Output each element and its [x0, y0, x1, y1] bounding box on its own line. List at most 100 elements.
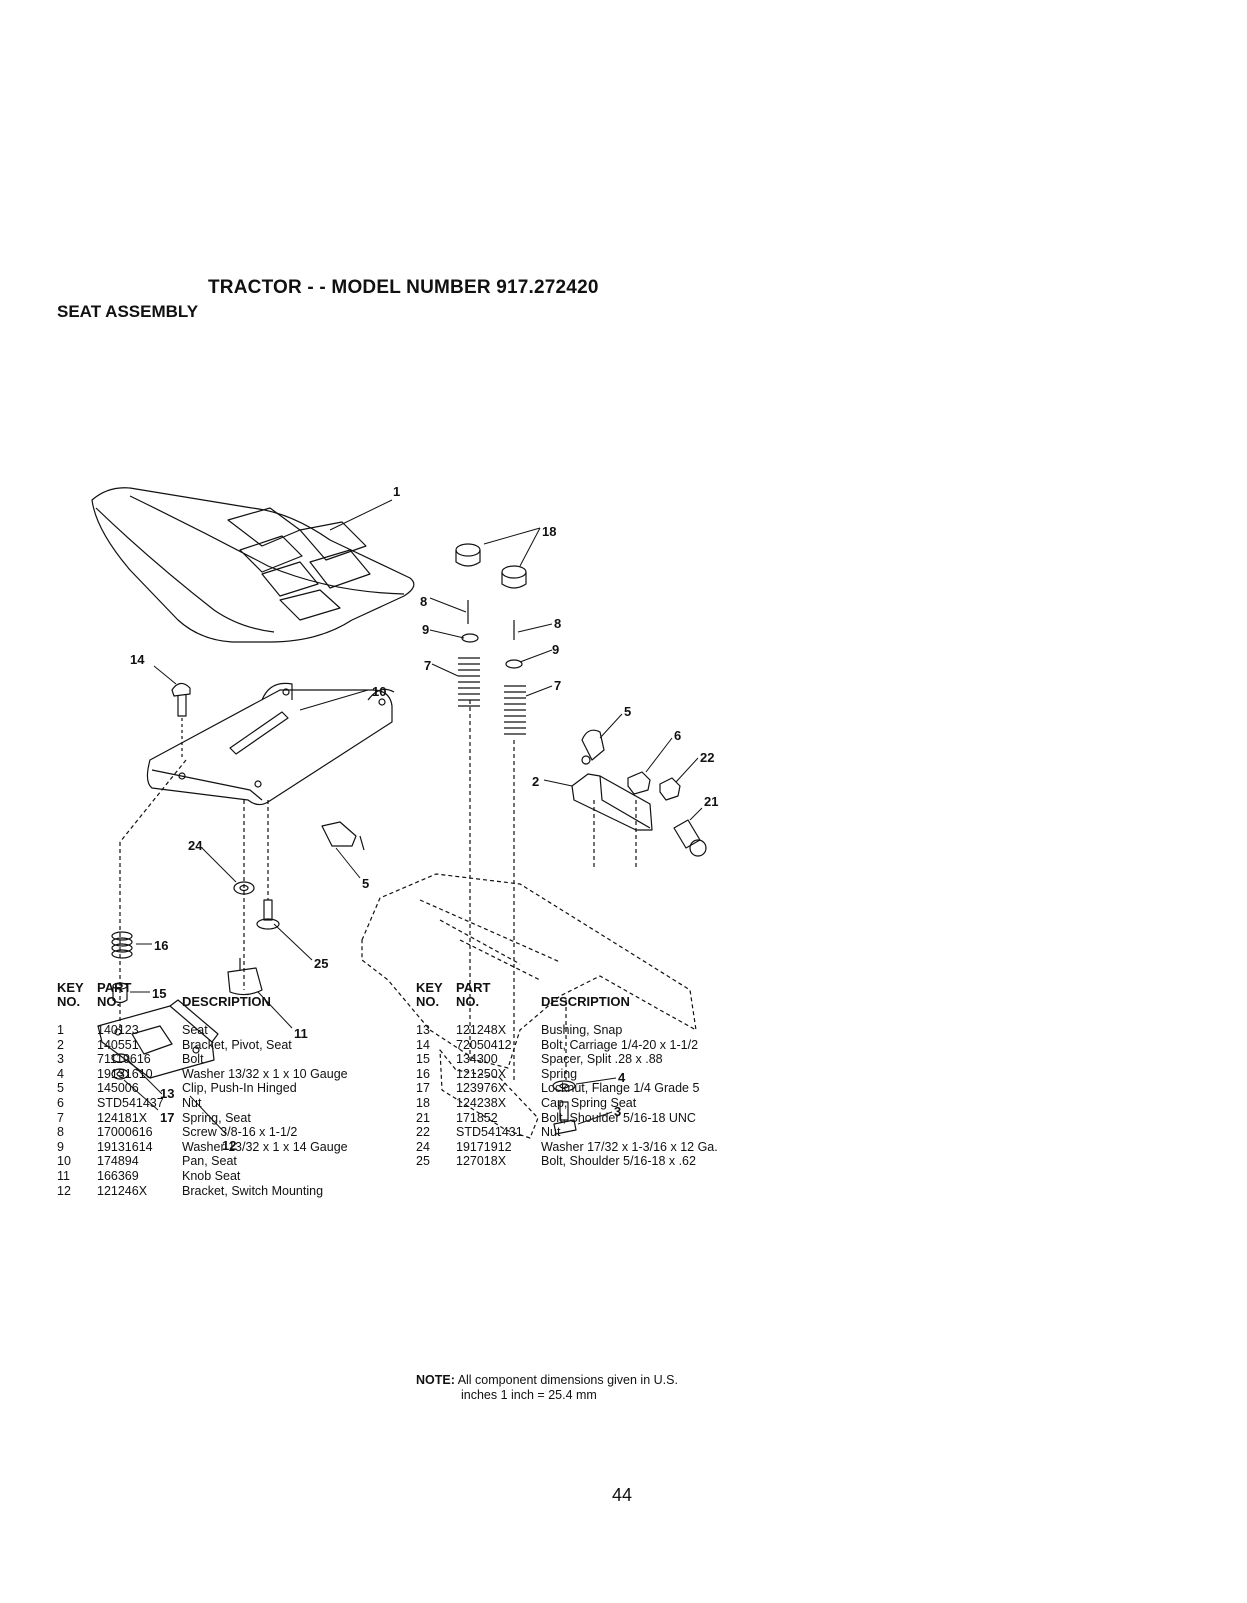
part-no: 72050412 — [456, 1037, 512, 1052]
frame-part — [119, 700, 697, 1139]
part-no: 123976X — [456, 1081, 507, 1096]
description: Washer 13/32 x 1 x 14 Gauge — [182, 1139, 348, 1154]
pivot-bracket-part — [571, 773, 653, 831]
description: Nut — [182, 1095, 202, 1110]
header-part-1: PART — [97, 980, 132, 995]
part-no: 145006 — [97, 1081, 139, 1096]
header-description: DESCRIPTION — [541, 994, 630, 1009]
description: Pan, Seat — [182, 1154, 237, 1169]
callout-21: 21 — [704, 794, 718, 809]
callout-5: 5 — [624, 704, 631, 719]
nut-part — [627, 771, 681, 801]
knob-part — [227, 958, 263, 996]
key-no: 17 — [416, 1081, 430, 1096]
header-key-1: KEY — [57, 980, 84, 995]
table-row: 14 72050412 Bolt, Carriage 1/4-20 x 1-1/2 — [416, 1038, 776, 1053]
part-no: 19131614 — [97, 1139, 153, 1154]
key-no: 7 — [57, 1110, 64, 1125]
description: Spring — [541, 1066, 578, 1081]
callout-9: 9 — [552, 642, 559, 657]
callout-4: 4 — [618, 1070, 626, 1085]
part-no: 127018X — [456, 1154, 507, 1169]
part-no: 19171912 — [456, 1139, 512, 1154]
note-line-2: inches 1 inch = 25.4 mm — [461, 1387, 597, 1402]
header-key-2: NO. — [416, 994, 440, 1009]
description: Spacer, Split .28 x .88 — [541, 1052, 663, 1067]
key-no: 8 — [57, 1125, 64, 1140]
key-no: 21 — [416, 1110, 430, 1125]
description: Clip, Push-In Hinged — [182, 1081, 297, 1096]
callout-8: 8 — [420, 594, 427, 609]
callout-3: 3 — [614, 1104, 621, 1119]
key-no: 6 — [57, 1095, 64, 1110]
description: Washer 17/32 x 1-3/16 x 12 Ga. — [541, 1139, 718, 1154]
clip-lower-part — [321, 821, 365, 851]
header-key-1: KEY — [416, 980, 443, 995]
callout-22: 22 — [700, 750, 714, 765]
callout-11: 11 — [294, 1026, 308, 1041]
table-row: 5 145006 Clip, Push-In Hinged — [57, 1081, 387, 1096]
bolt-3-part — [553, 1101, 577, 1135]
key-no: 9 — [57, 1139, 64, 1154]
description: Cap, Spring Seat — [541, 1095, 637, 1110]
note-line-1: All component dimensions given in U.S. — [457, 1373, 678, 1387]
part-no: 121250X — [456, 1066, 507, 1081]
page-title: TRACTOR - - MODEL NUMBER 917.272420 — [208, 277, 599, 298]
key-no: 3 — [57, 1052, 64, 1067]
seat-spring-part — [458, 657, 526, 735]
key-no: 18 — [416, 1095, 430, 1110]
washer-4-part — [552, 1080, 576, 1092]
callout-13: 13 — [160, 1086, 174, 1101]
screw-washer-part — [461, 600, 523, 669]
callout-8: 8 — [554, 616, 561, 631]
part-no: STD541437 — [97, 1095, 164, 1110]
callout-5: 5 — [362, 876, 369, 891]
callout-16: 16 — [154, 938, 168, 953]
header-part-2: NO. — [456, 994, 480, 1009]
description: Bushing, Snap — [541, 1023, 623, 1037]
callout-15: 15 — [152, 986, 166, 1001]
callout-18: 18 — [542, 524, 556, 539]
carriage-bolt-part — [171, 682, 191, 760]
shoulder-bolt-21-part — [673, 819, 707, 857]
part-no: 174894 — [97, 1154, 139, 1169]
part-no: 19131610 — [97, 1066, 153, 1081]
description: Nut — [541, 1125, 561, 1140]
description: Knob Seat — [182, 1168, 241, 1183]
key-no: 2 — [57, 1037, 64, 1052]
key-no: 14 — [416, 1037, 430, 1052]
key-no: 13 — [416, 1023, 430, 1037]
part-no: 121246X — [97, 1183, 148, 1198]
note-label: NOTE: — [416, 1373, 455, 1387]
key-no: 5 — [57, 1081, 64, 1096]
key-no: 15 — [416, 1052, 430, 1067]
table-row: 9 19131614 Washer 13/32 x 1 x 14 Gauge — [57, 1140, 387, 1155]
description: Bolt, Carriage 1/4-20 x 1-1/2 — [541, 1037, 699, 1052]
shoulder-bolt-25-part — [256, 899, 280, 930]
callout-25: 25 — [314, 956, 328, 971]
callout-17: 17 — [160, 1110, 174, 1125]
key-no: 25 — [416, 1154, 430, 1169]
seat-pan-part — [146, 682, 395, 806]
callout-9: 9 — [422, 622, 429, 637]
description: Bracket, Pivot, Seat — [182, 1037, 292, 1052]
dimension-note: NOTE: All component dimensions given in … — [416, 1373, 796, 1402]
header-part-2: NO. — [97, 994, 121, 1009]
parts-table-header-right: KEY PART NO. NO. DESCRIPTION — [416, 980, 776, 1023]
description: Screw 3/8-16 x 1-1/2 — [182, 1125, 298, 1140]
header-key-2: NO. — [57, 994, 81, 1009]
